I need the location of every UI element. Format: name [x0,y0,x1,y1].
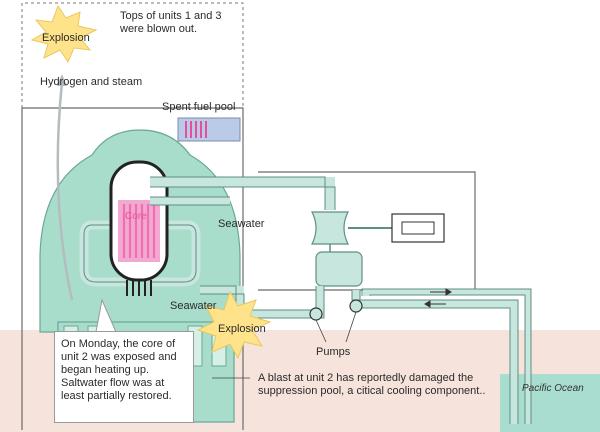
flow-arrows [424,288,452,308]
core-label: Core [125,211,147,222]
pump-right [349,299,363,313]
pacific-ocean-label: Pacific Ocean [522,383,584,394]
steam-line [150,177,335,210]
spent-fuel-pool [177,117,241,142]
pump-left [309,307,323,321]
hydrogen-arrowhead [57,74,67,86]
seawater-label-top: Seawater [218,218,265,230]
monday-note: On Monday, the core of unit 2 was expose… [54,331,194,423]
fuel-rods [122,204,156,258]
hydrogen-label: Hydrogen and steam [40,76,143,88]
seawater-label-mid: Seawater [170,300,217,312]
condenser [315,251,363,287]
explosion-bottom-label: Explosion [218,323,266,335]
explosion-burst-top [30,4,98,64]
spent-fuel-pool-label: Spent fuel pool [162,101,236,113]
pumps-label: Pumps [316,346,351,358]
explosion-top-label: Explosion [42,32,90,44]
control-rods [126,280,152,296]
blown-roof-outline [21,2,244,108]
hydrogen-arrow [56,81,74,301]
explosion-burst-bottom [196,290,272,360]
tops-blown-note: Tops of units 1 and 3 were blown out. [120,10,222,35]
generator-core [401,221,435,235]
blast-note: A blast at unit 2 has reportedly damaged… [258,372,486,397]
spent-fuel-rods [185,121,207,138]
turbine [311,211,349,245]
